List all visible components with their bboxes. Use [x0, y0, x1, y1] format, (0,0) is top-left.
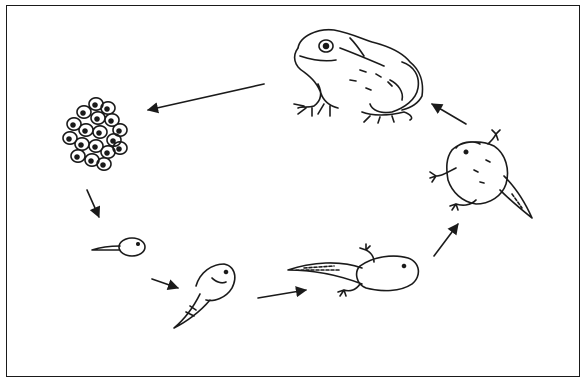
arrow-legs-to-froglet: [434, 224, 458, 256]
egg-yolk: [93, 145, 98, 150]
arrow-froglet-to-frog: [432, 104, 466, 124]
tadpole-legs-icon: [288, 244, 418, 296]
egg-yolk: [79, 143, 84, 148]
arrow-eggs-to-hatchling: [87, 190, 99, 217]
egg-yolk: [109, 119, 114, 124]
egg-yolk: [111, 139, 116, 144]
egg-yolk: [71, 123, 76, 128]
egg-yolk: [95, 117, 100, 122]
adult-frog-icon: [294, 30, 423, 123]
egg-yolk: [67, 137, 72, 142]
egg-yolk: [81, 111, 86, 116]
egg-yolk: [117, 147, 122, 152]
hatchling-icon: [92, 238, 145, 256]
tadpole-icon: [174, 264, 235, 328]
egg-yolk: [117, 129, 122, 134]
egg-yolk: [75, 155, 80, 160]
egg-yolk: [89, 159, 94, 164]
egg-yolk: [83, 129, 88, 134]
froglet-icon: [430, 130, 532, 218]
arrow-hatchling-to-tadpole: [152, 279, 178, 288]
egg-yolk: [105, 107, 110, 112]
arrow-tadpole-to-legs: [258, 290, 306, 298]
arrow-frog-to-eggs: [148, 84, 264, 110]
egg-yolk: [105, 151, 110, 156]
frog-eggs-icon: [63, 98, 127, 170]
egg-yolk: [101, 163, 106, 168]
egg-yolk: [93, 103, 98, 108]
egg-yolk: [97, 131, 102, 136]
